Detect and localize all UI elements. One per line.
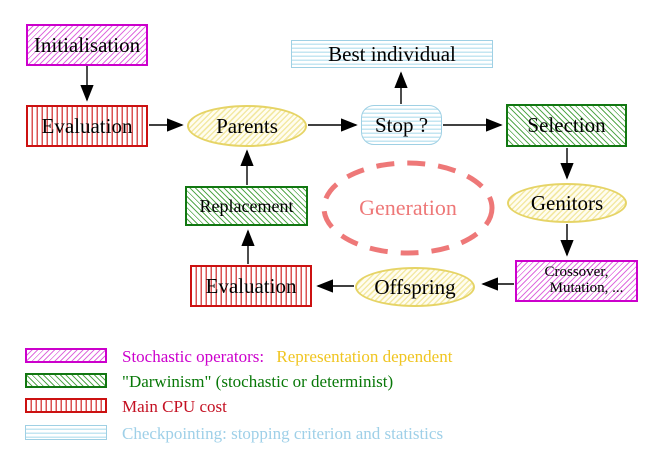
node-offspring: Offspring	[355, 267, 475, 307]
node-selection: Selection	[506, 104, 627, 147]
node-stop: Stop ?	[361, 105, 442, 145]
node-crossover-mutation: Crossover, Mutation, ...	[515, 260, 638, 302]
legend-swatch-checkpointing	[25, 425, 107, 440]
crossover-line1: Crossover,	[544, 264, 609, 281]
legend-row-stochastic: Stochastic operators: Representation dep…	[122, 348, 452, 365]
legend-row-cpu: Main CPU cost	[122, 397, 227, 416]
legend-row-darwinism: "Darwinism" (stochastic or determinist)	[122, 372, 394, 391]
legend-representation-label: Representation dependent	[276, 347, 453, 366]
node-parents: Parents	[187, 105, 307, 147]
crossover-line2: Mutation, ...	[549, 280, 624, 296]
legend-row-checkpointing: Checkpointing: stopping criterion and st…	[122, 424, 444, 443]
node-evaluation-top: Evaluation	[26, 105, 148, 147]
node-initialisation: Initialisation	[26, 24, 148, 66]
node-replacement: Replacement	[185, 186, 308, 226]
legend-swatch-darwinism	[25, 373, 107, 388]
node-evaluation-bottom: Evaluation	[190, 265, 312, 307]
generation-label: Generation	[359, 195, 457, 220]
node-genitors: Genitors	[507, 183, 627, 223]
legend-swatch-stochastic	[25, 348, 107, 363]
legend-swatch-cpu	[25, 398, 107, 413]
node-best-individual: Best individual	[291, 40, 493, 68]
legend-stochastic-label: Stochastic operators:	[122, 347, 265, 366]
